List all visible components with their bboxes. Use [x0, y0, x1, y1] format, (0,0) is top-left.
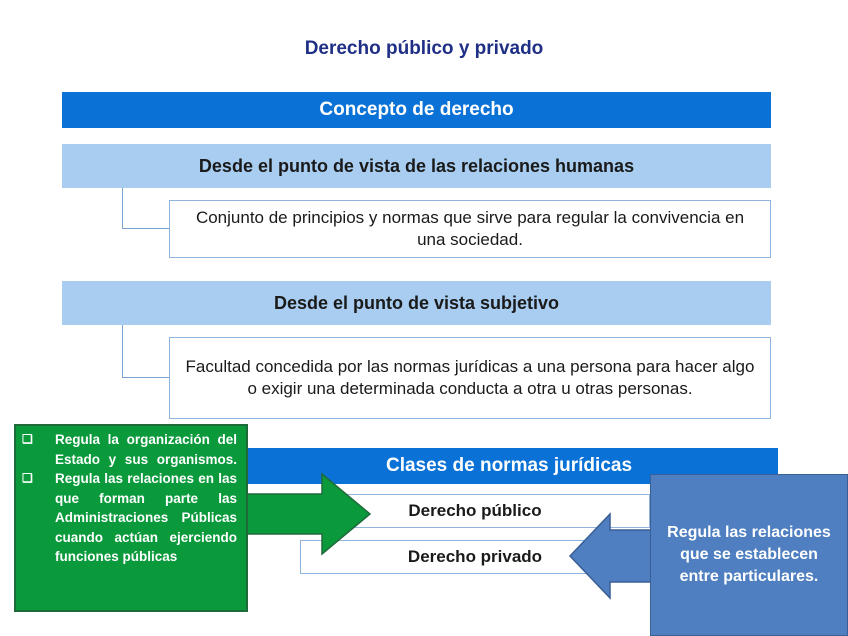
checkbox-bullet-icon: ❑ [22, 471, 33, 485]
section2-connector [122, 325, 170, 378]
classes-header: Clases de normas jurídicas [240, 448, 778, 484]
section1-definition: Conjunto de principios y normas que sirv… [169, 200, 771, 258]
callout-item: ❑ Regula la organización del Estado y su… [20, 430, 237, 469]
section2-heading: Desde el punto de vista subjetivo [62, 281, 771, 325]
callout-item-text: Regula las relaciones en las que forman … [55, 471, 237, 564]
page-title: Derecho público y privado [304, 38, 544, 59]
section2-definition: Facultad concedida por las normas jurídi… [169, 337, 771, 419]
callout-item-text: Regula la organización del Estado y sus … [55, 432, 237, 467]
section1-heading: Desde el punto de vista de las relacione… [62, 144, 771, 188]
private-law-callout: Regula las relaciones que se establecen … [650, 474, 848, 636]
right-arrow [245, 472, 372, 556]
left-arrow [568, 512, 653, 600]
callout-item: ❑ Regula las relaciones en las que forma… [20, 469, 237, 567]
section1-connector [122, 188, 170, 229]
public-law-callout: ❑ Regula la organización del Estado y su… [14, 424, 248, 612]
concept-header: Concepto de derecho [62, 92, 771, 128]
checkbox-bullet-icon: ❑ [22, 432, 33, 446]
